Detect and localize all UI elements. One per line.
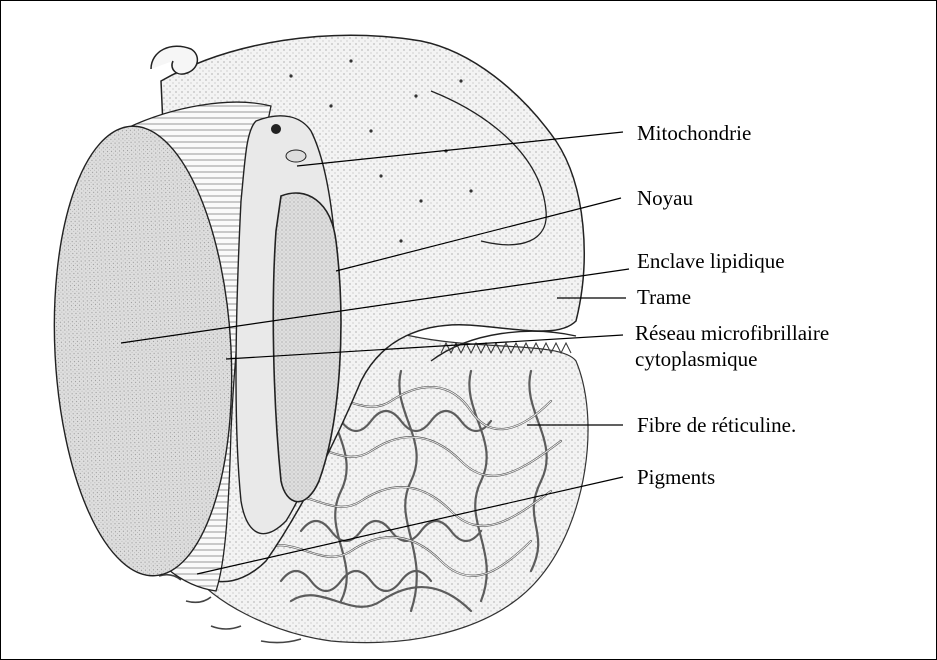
label-trame: Trame <box>637 285 691 309</box>
label-fibre-reticuline: Fibre de réticuline. <box>637 413 796 437</box>
label-noyau: Noyau <box>637 186 693 210</box>
label-cytoplasmique: cytoplasmique <box>635 347 757 371</box>
label-mitochondrie: Mitochondrie <box>637 121 751 145</box>
label-enclave-lipidique: Enclave lipidique <box>637 249 785 273</box>
label-pigments: Pigments <box>637 465 715 489</box>
label-reseau-microfibrillaire: Réseau microfibrillaire <box>635 321 829 345</box>
